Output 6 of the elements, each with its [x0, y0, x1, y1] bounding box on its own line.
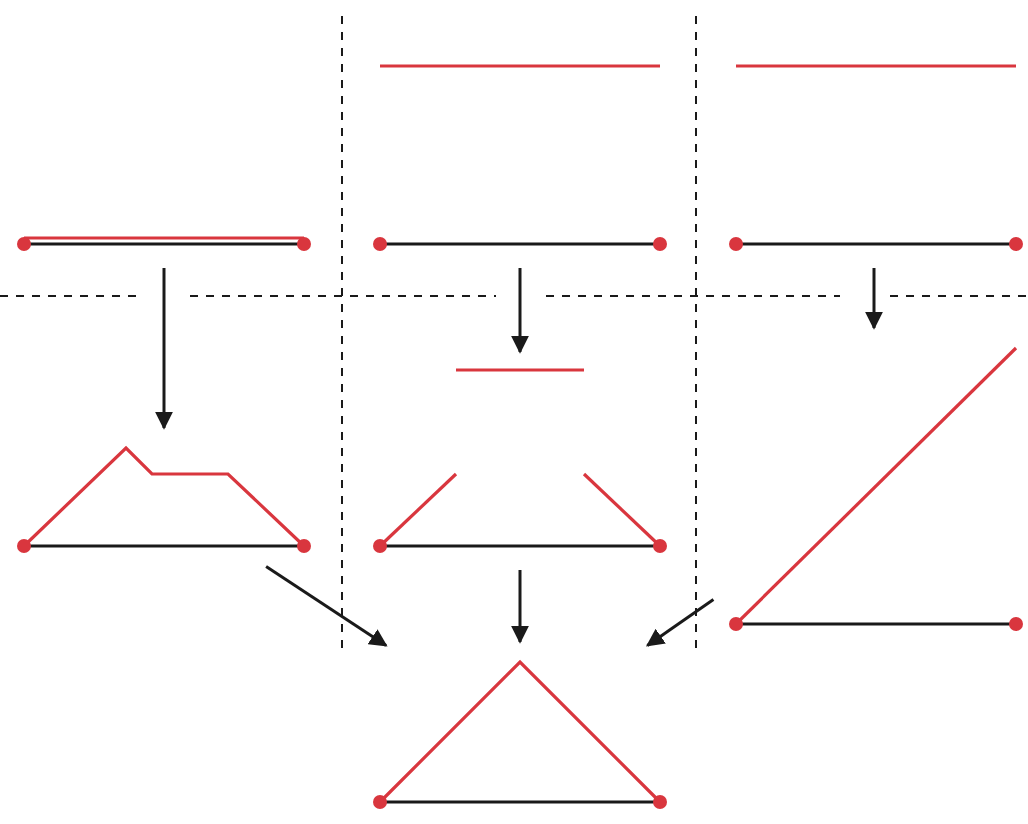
arrow [155, 268, 173, 430]
arrow [265, 565, 388, 647]
arrow [645, 598, 715, 647]
arrow [511, 268, 529, 354]
arrow [511, 570, 529, 644]
arrow [865, 268, 883, 330]
